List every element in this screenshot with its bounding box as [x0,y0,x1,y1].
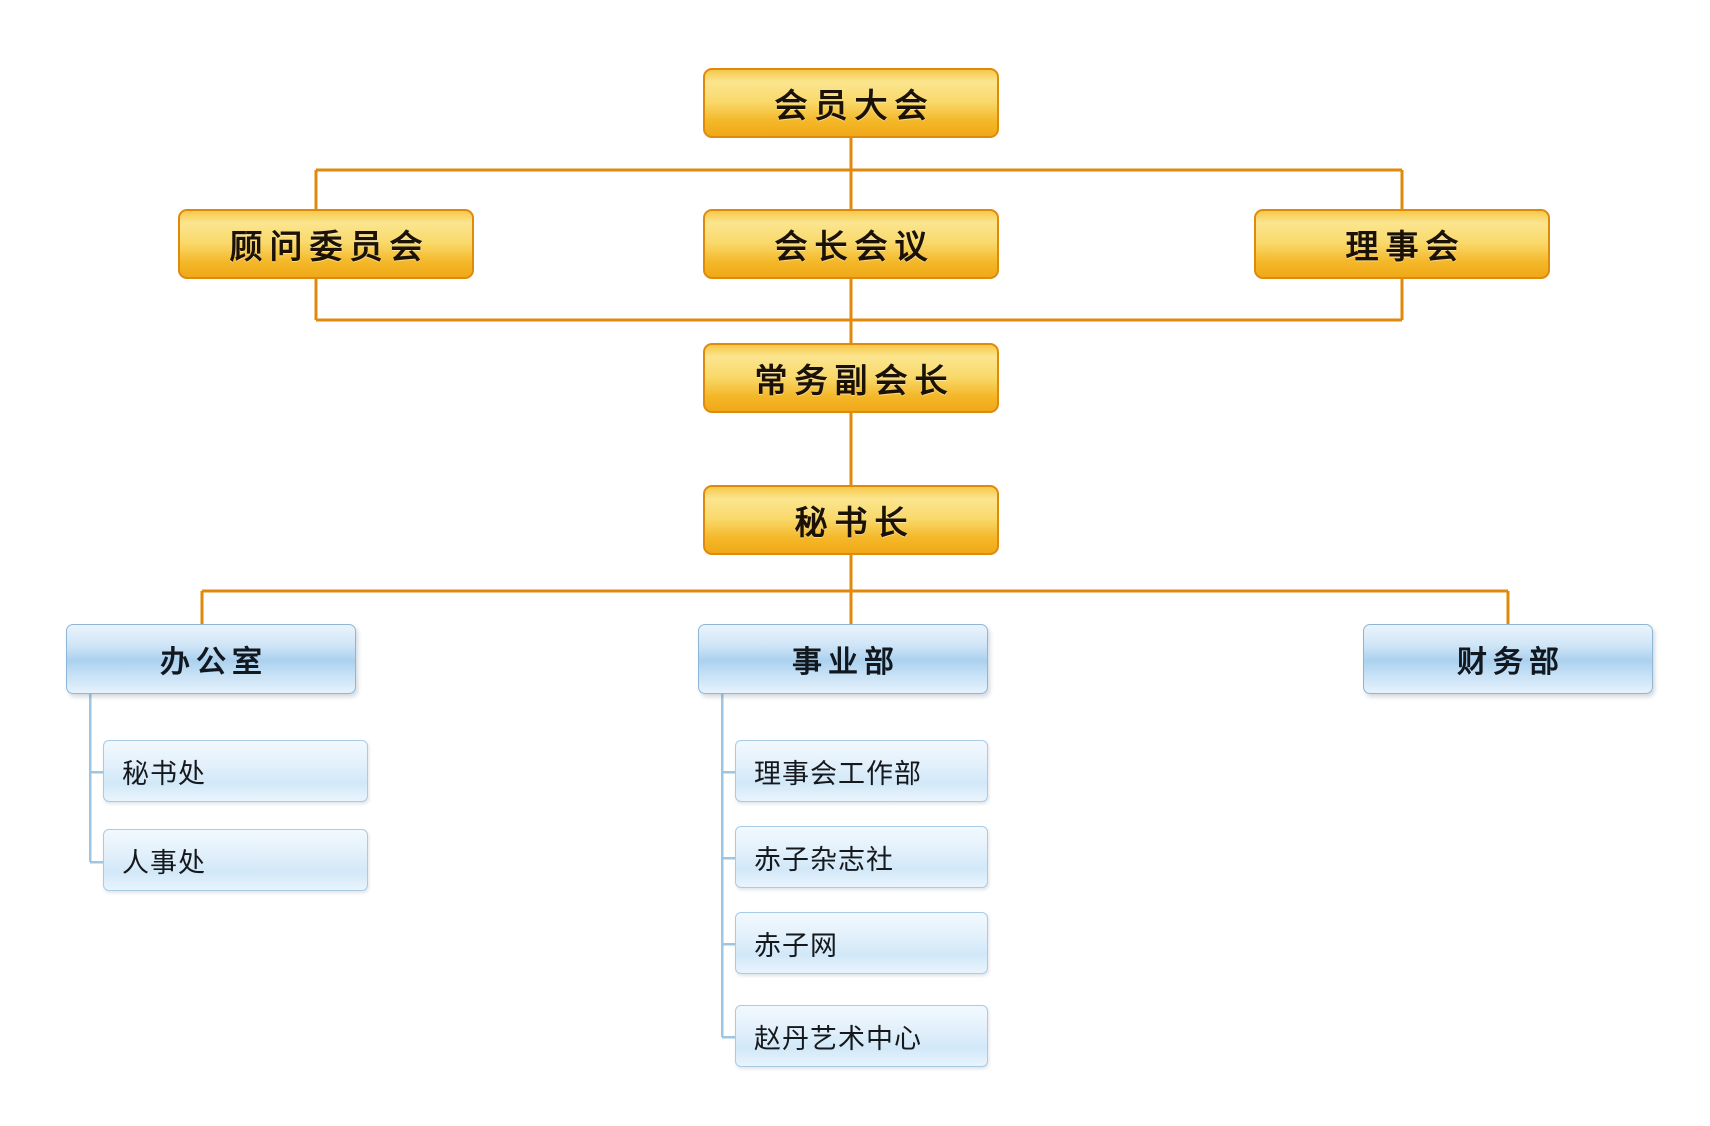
node-secretariat[interactable]: 秘书处 [103,740,368,802]
node-board-of-directors[interactable]: 理事会 [1254,209,1550,279]
node-chizi-web[interactable]: 赤子网 [735,912,988,974]
node-assembly[interactable]: 会员大会 [703,68,999,138]
node-secretary-general[interactable]: 秘书长 [703,485,999,555]
node-business-division[interactable]: 事业部 [698,624,988,694]
node-chizi-magazine[interactable]: 赤子杂志社 [735,826,988,888]
node-board-work-dept[interactable]: 理事会工作部 [735,740,988,802]
node-office[interactable]: 办公室 [66,624,356,694]
node-advisory-committee[interactable]: 顾问委员会 [178,209,474,279]
node-zhaodan-art-center[interactable]: 赵丹艺术中心 [735,1005,988,1067]
node-personnel-office[interactable]: 人事处 [103,829,368,891]
node-president-meeting[interactable]: 会长会议 [703,209,999,279]
node-executive-vice-president[interactable]: 常务副会长 [703,343,999,413]
node-finance-department[interactable]: 财务部 [1363,624,1653,694]
